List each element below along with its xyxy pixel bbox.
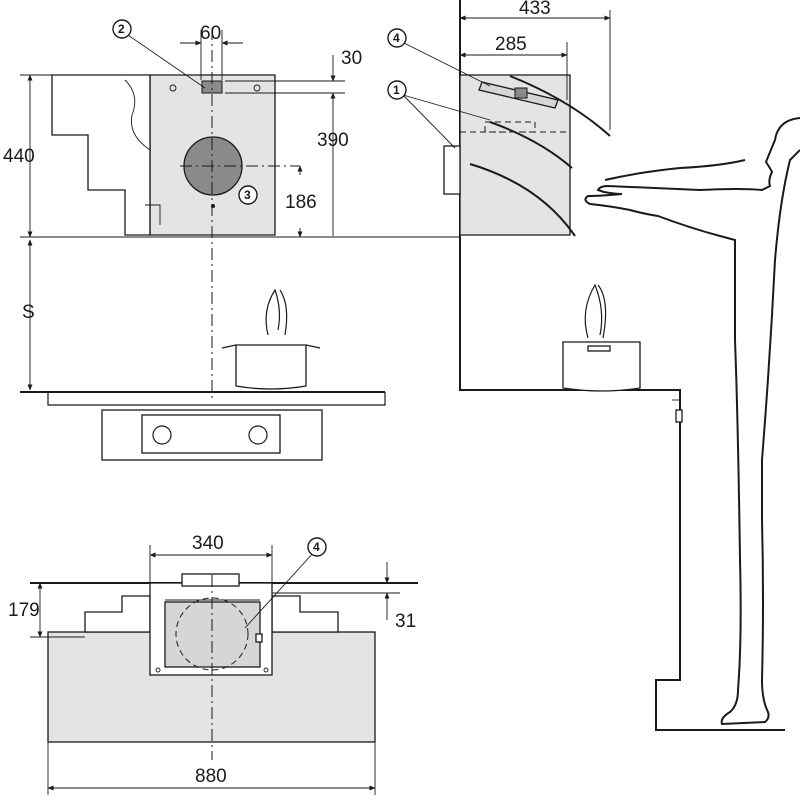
- dim-60: 60: [200, 23, 221, 44]
- svg-text:1: 1: [393, 83, 400, 97]
- callout-2: 2: [112, 19, 206, 89]
- svg-text:4: 4: [313, 540, 320, 554]
- dim-s: S: [22, 302, 35, 323]
- dim-186: 186: [285, 192, 317, 213]
- rear-view: [30, 573, 418, 760]
- svg-text:3: 3: [244, 188, 251, 202]
- callout-1: 1: [387, 80, 491, 149]
- callout-4-rear: 4: [244, 537, 327, 629]
- side-view: [443, 0, 785, 731]
- person-silhouette: [584, 117, 800, 726]
- callout-3: 3: [238, 185, 258, 205]
- rear-dimensions: 340 179 31 880: [8, 533, 416, 795]
- dim-880: 880: [195, 766, 227, 787]
- dim-390: 390: [317, 130, 349, 151]
- dim-340: 340: [192, 533, 224, 554]
- dim-433: 433: [519, 0, 551, 19]
- dim-285: 285: [495, 34, 527, 55]
- callout-4-side: 4: [387, 28, 491, 87]
- front-view: [20, 28, 460, 400]
- svg-text:4: 4: [393, 31, 400, 45]
- front-dimensions: 60 30 390 186 440 S: [3, 23, 362, 391]
- dim-179: 179: [8, 600, 40, 621]
- dim-31: 31: [395, 611, 416, 632]
- svg-text:2: 2: [118, 22, 125, 36]
- dim-440: 440: [3, 146, 35, 167]
- front-cooktop: [20, 288, 386, 461]
- side-dimensions: 433 285: [459, 0, 611, 130]
- dim-30: 30: [341, 48, 362, 69]
